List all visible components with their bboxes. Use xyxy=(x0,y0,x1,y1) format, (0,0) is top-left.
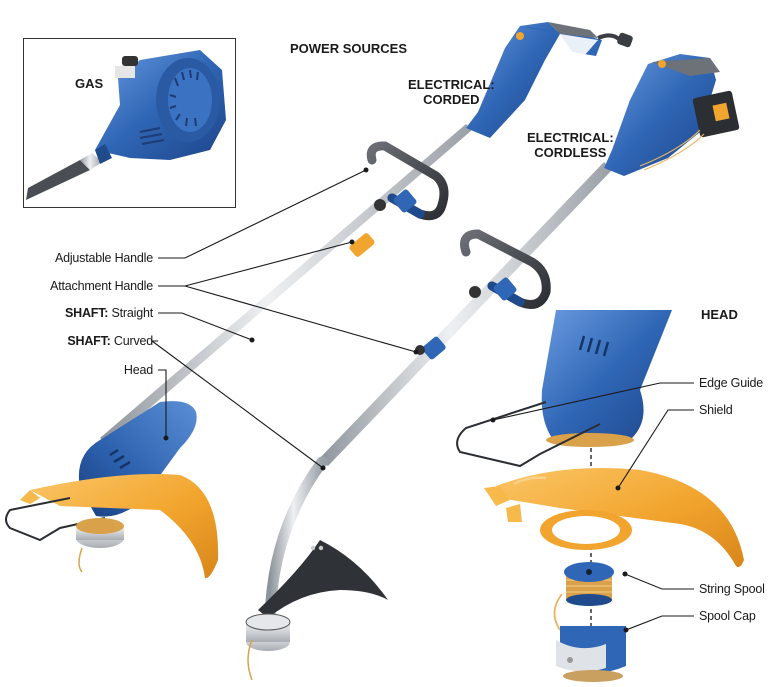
power-source-corded-line2: CORDED xyxy=(423,92,480,107)
head-section-title: HEAD xyxy=(701,307,738,322)
power-sources-title: POWER SOURCES xyxy=(290,41,408,56)
label-adjustable-handle: Adjustable Handle xyxy=(55,251,153,265)
label-head: Head xyxy=(124,363,153,377)
label-shaft-curved-text: Curved xyxy=(110,334,153,348)
label-shaft-straight-bold: SHAFT: xyxy=(64,306,109,320)
label-attachment-handle-text: Attachment Handle xyxy=(50,279,153,293)
label-shaft-curved-bold: SHAFT: xyxy=(67,334,111,348)
power-source-cordless-label: ELECTRICAL: CORDLESS xyxy=(527,130,614,160)
power-source-cordless-line1: ELECTRICAL: xyxy=(527,130,614,145)
label-adjustable-handle-text: Adjustable Handle xyxy=(54,251,153,265)
label-shield: Shield xyxy=(699,403,733,417)
leader-dots xyxy=(163,167,629,633)
label-head-text: Head xyxy=(123,363,153,377)
leader-lines xyxy=(150,169,694,631)
power-source-gas-label: GAS xyxy=(75,76,103,91)
label-shaft-curved: SHAFT: Curved xyxy=(67,334,153,348)
gas-engine-illustration xyxy=(26,50,226,200)
label-spool-cap: Spool Cap xyxy=(699,609,756,623)
exploded-head-illustration xyxy=(456,310,744,682)
label-edge-guide: Edge Guide xyxy=(699,376,764,390)
power-source-gas-line1: GAS xyxy=(75,76,104,91)
power-source-corded-label: ELECTRICAL: CORDED xyxy=(408,77,495,107)
label-shaft-straight-text: Straight xyxy=(108,306,154,320)
power-source-cordless-line2: CORDLESS xyxy=(534,145,607,160)
cordless-trimmer-illustration xyxy=(245,54,740,681)
label-attachment-handle: Attachment Handle xyxy=(50,279,153,293)
label-shaft-straight: SHAFT: Straight xyxy=(65,306,153,320)
gas-inset-frame xyxy=(23,38,236,208)
power-source-corded-line1: ELECTRICAL: xyxy=(408,77,495,92)
label-string-spool: String Spool xyxy=(699,582,765,596)
corded-trimmer-illustration xyxy=(5,22,633,579)
